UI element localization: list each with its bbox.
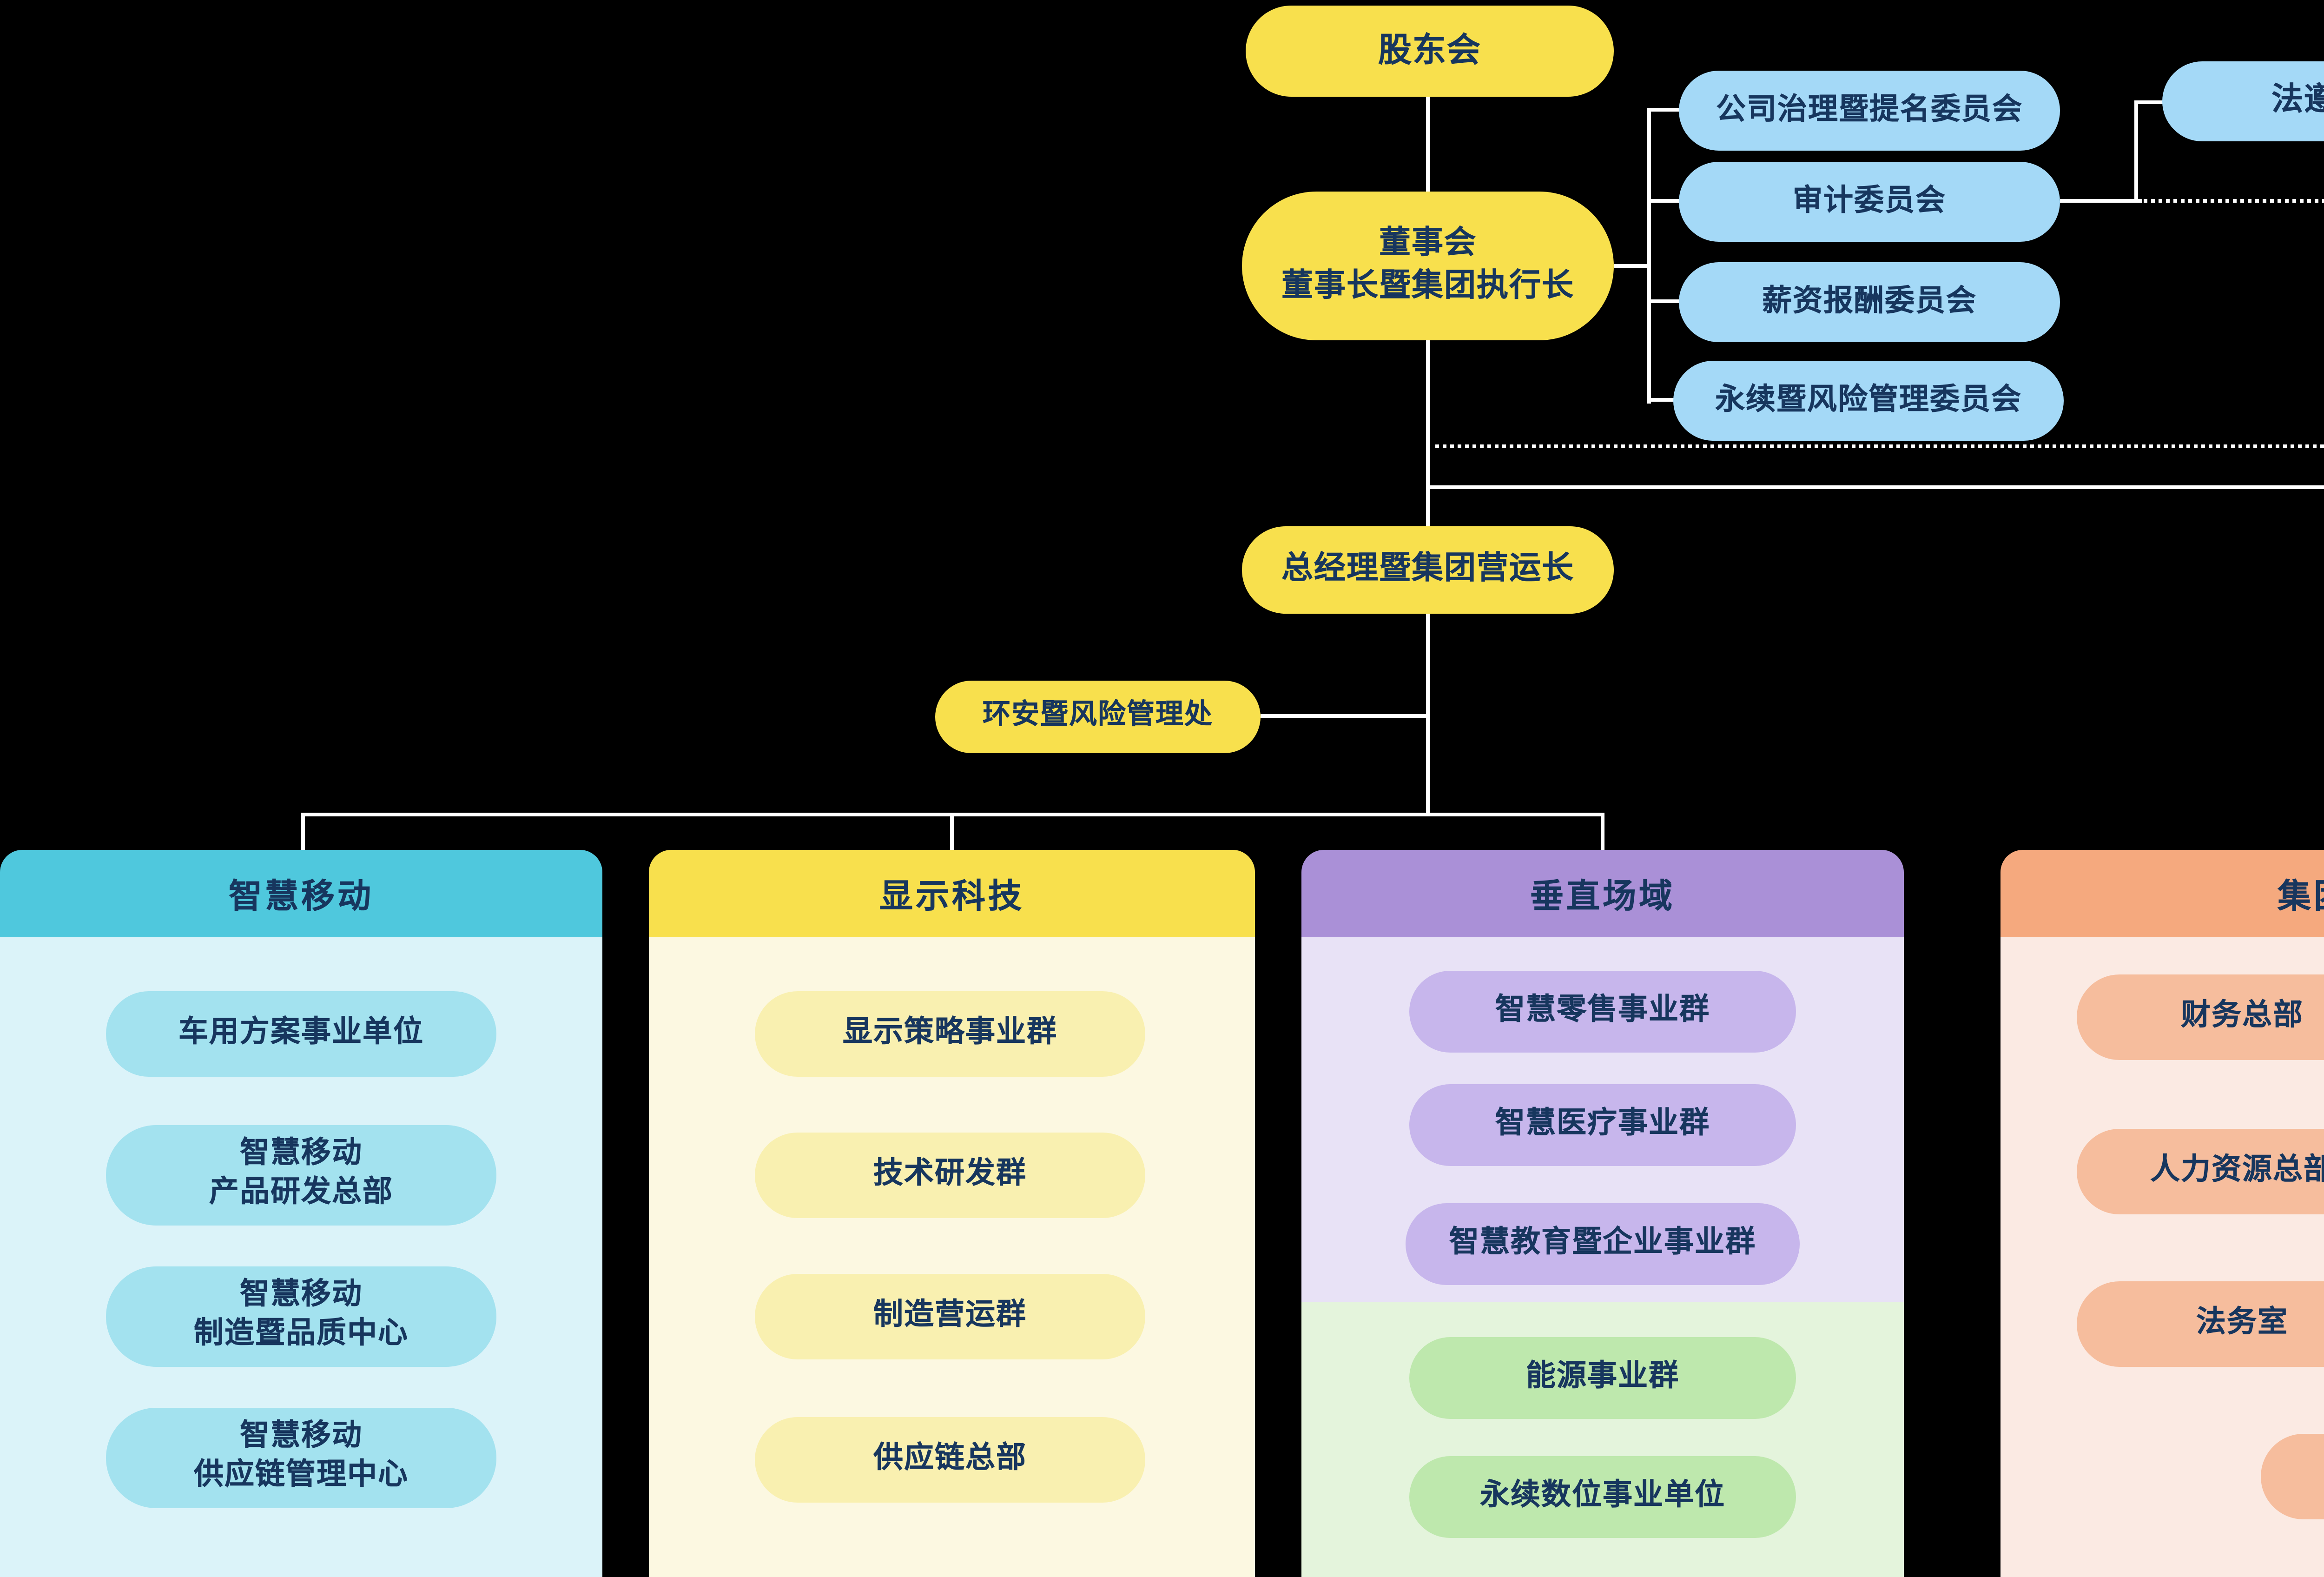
- connector: [1614, 264, 1651, 268]
- division-group-support: 集团营运支援单位 财务总部 数位技术发展总部 人力资源总部 永续发展总部 法务室…: [2000, 850, 2324, 1577]
- unit-label: 制造暨品质中心: [193, 1319, 409, 1350]
- node-president-coo: 总经理暨集团营运长: [1242, 526, 1614, 614]
- division-title: 垂直场域: [1530, 877, 1675, 914]
- org-unit: 人力资源总部: [2077, 1129, 2324, 1214]
- committee-sustainability-risk: 永续暨风险管理委员会: [1673, 361, 2064, 441]
- division-header: 集团营运支援单位: [2000, 850, 2324, 937]
- node-label: 审计委员会: [1792, 185, 1946, 217]
- unit-label: 法务室: [2196, 1306, 2288, 1338]
- node-label: 总经理暨集团营运长: [1281, 550, 1574, 586]
- connector: [1601, 813, 1604, 852]
- org-unit: 智慧移动 产品研发总部: [106, 1125, 496, 1226]
- division-display-technology: 显示科技 显示策略事业群 技术研发群 制造营运群 供应链总部: [649, 850, 1255, 1577]
- node-label: 公司治理暨提名委员会: [1716, 94, 2023, 126]
- unit-label: 制造营运群: [873, 1299, 1027, 1331]
- org-unit: 智慧医疗事业群: [1409, 1084, 1796, 1166]
- unit-label: 智慧医疗事业群: [1495, 1107, 1710, 1140]
- node-label: 永续暨风险管理委员会: [1715, 384, 2022, 416]
- node-chief-compliance-counsel: 法遵总顾问: [2162, 61, 2324, 141]
- org-unit: 智慧教育暨企业事业群: [1406, 1203, 1800, 1285]
- committee-governance-nomination: 公司治理暨提名委员会: [1679, 71, 2060, 151]
- node-label: 董事长暨集团执行长: [1281, 268, 1574, 303]
- division-header: 垂直场域: [1301, 850, 1904, 937]
- connector: [301, 813, 305, 852]
- division-smart-mobility: 智慧移动 车用方案事业单位 智慧移动 产品研发总部 智慧移动 制造暨品质中心 智…: [0, 850, 602, 1577]
- node-shareholders: 股东会: [1246, 6, 1614, 97]
- org-unit: 能源事业群: [1409, 1337, 1796, 1419]
- unit-label: 智慧移动: [239, 1138, 363, 1170]
- connector: [950, 813, 954, 852]
- committee-compensation: 薪资报酬委员会: [1679, 262, 2060, 342]
- unit-label: 智慧教育暨企业事业群: [1449, 1226, 1756, 1259]
- unit-label: 供应链管理中心: [193, 1460, 409, 1491]
- unit-label: 财务总部: [2180, 1000, 2304, 1032]
- node-label: 董事会: [1379, 225, 1477, 261]
- org-unit: 技术研发群: [755, 1133, 1145, 1218]
- division-header: 显示科技: [649, 850, 1255, 937]
- unit-label: 能源事业群: [1525, 1360, 1679, 1392]
- node-board-of-directors: 董事会 董事长暨集团执行长: [1242, 192, 1614, 340]
- unit-label: 车用方案事业单位: [178, 1016, 424, 1048]
- connector: [2134, 100, 2138, 203]
- connector: [1647, 199, 1679, 203]
- node-label: 薪资报酬委员会: [1762, 285, 1977, 318]
- connector: [1647, 110, 1651, 404]
- unit-label: 智慧移动: [239, 1421, 363, 1453]
- unit-label: 产品研发总部: [209, 1177, 393, 1209]
- division-title: 显示科技: [879, 877, 1024, 914]
- org-unit: 制造营运群: [755, 1274, 1145, 1359]
- connector: [2134, 100, 2166, 104]
- connector: [1647, 299, 1679, 303]
- connector: [1647, 398, 1679, 402]
- division-vertical-domains: 垂直场域 智慧零售事业群 智慧医疗事业群 智慧教育暨企业事业群 能源事业群 永续…: [1301, 850, 1904, 1577]
- org-unit: 法务室: [2077, 1281, 2324, 1367]
- division-title: 集团营运支援单位: [2278, 877, 2324, 914]
- org-unit: 智慧零售事业群: [1409, 971, 1796, 1053]
- unit-label: 智慧移动: [239, 1279, 363, 1312]
- org-unit: 永续数位事业单位: [1409, 1456, 1796, 1538]
- connector: [1261, 714, 1428, 718]
- unit-label: 技术研发群: [873, 1158, 1027, 1190]
- unit-label: 智慧零售事业群: [1495, 994, 1710, 1026]
- unit-label: 显示策略事业群: [842, 1016, 1057, 1048]
- connector-dotted: [2138, 199, 2324, 203]
- org-unit: 智慧移动 制造暨品质中心: [106, 1266, 496, 1367]
- unit-label: 供应链总部: [873, 1442, 1027, 1474]
- connector: [1647, 108, 1679, 112]
- committee-audit: 审计委员会: [1679, 162, 2060, 242]
- node-label: 环安暨风险管理处: [982, 700, 1213, 732]
- org-unit: 车用方案事业单位: [106, 991, 496, 1077]
- node-label: 股东会: [1378, 32, 1481, 70]
- org-unit: 显示策略事业群: [755, 991, 1145, 1077]
- division-header: 智慧移动: [0, 850, 602, 937]
- node-ehs-risk-office: 环安暨风险管理处: [935, 681, 1261, 753]
- connector: [2060, 199, 2138, 203]
- node-label: 法遵总顾问: [2271, 82, 2324, 118]
- org-unit: 智慧移动 供应链管理中心: [106, 1408, 496, 1508]
- connector: [1426, 97, 1430, 192]
- org-unit-audit-management: 稽核管理处: [2261, 1434, 2324, 1519]
- connector-dotted: [1426, 444, 2324, 448]
- org-unit: 财务总部: [2077, 974, 2324, 1060]
- unit-label: 人力资源总部: [2150, 1154, 2324, 1186]
- unit-label: 永续数位事业单位: [1479, 1479, 1725, 1511]
- org-unit: 供应链总部: [755, 1417, 1145, 1503]
- connector: [1426, 485, 2324, 489]
- division-title: 智慧移动: [229, 877, 374, 914]
